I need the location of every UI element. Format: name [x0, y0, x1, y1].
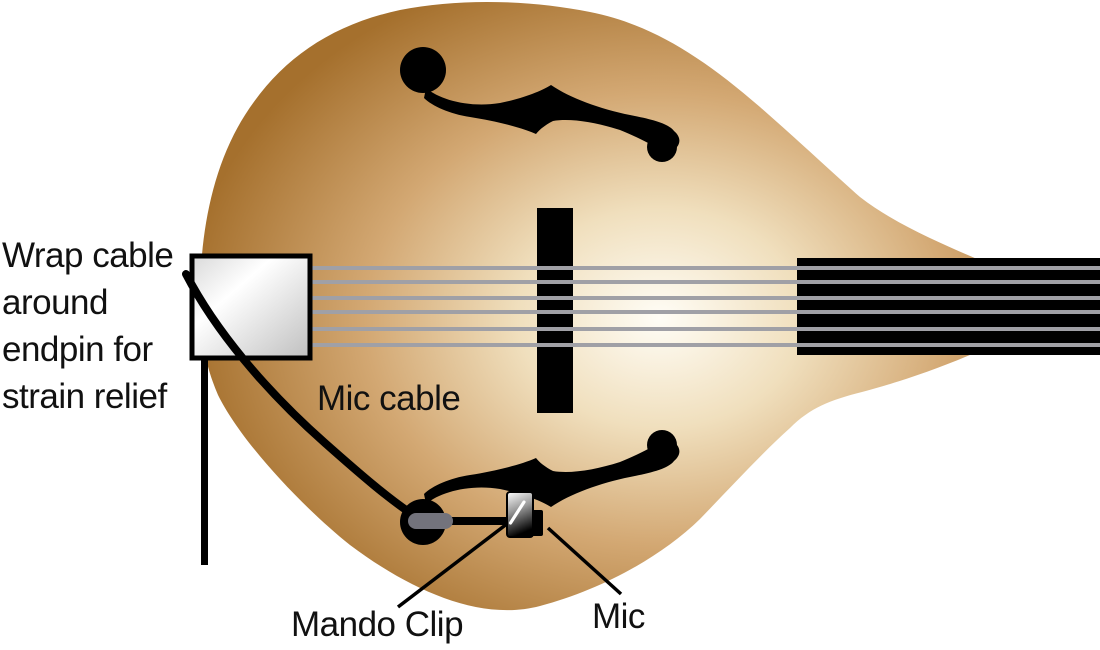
- label-mic: Mic: [592, 597, 645, 636]
- strings: [305, 266, 1100, 347]
- label-mic-cable: Mic cable: [317, 379, 461, 418]
- leader-line-highlight: [508, 500, 526, 525]
- tailpiece: [189, 253, 313, 361]
- label-mando-clip: Mando Clip: [291, 605, 464, 644]
- mandolin-body: [200, 1, 990, 611]
- neck: [797, 258, 1100, 355]
- cable-sleeve: [408, 513, 453, 529]
- label-strain-relief: Wrap cable around endpin for strain reli…: [2, 236, 174, 416]
- leader-line-mic: [546, 526, 623, 596]
- endpin: [201, 358, 208, 565]
- leader-line-mando-clip: [396, 518, 514, 609]
- mando-clip-graphic: [506, 491, 534, 538]
